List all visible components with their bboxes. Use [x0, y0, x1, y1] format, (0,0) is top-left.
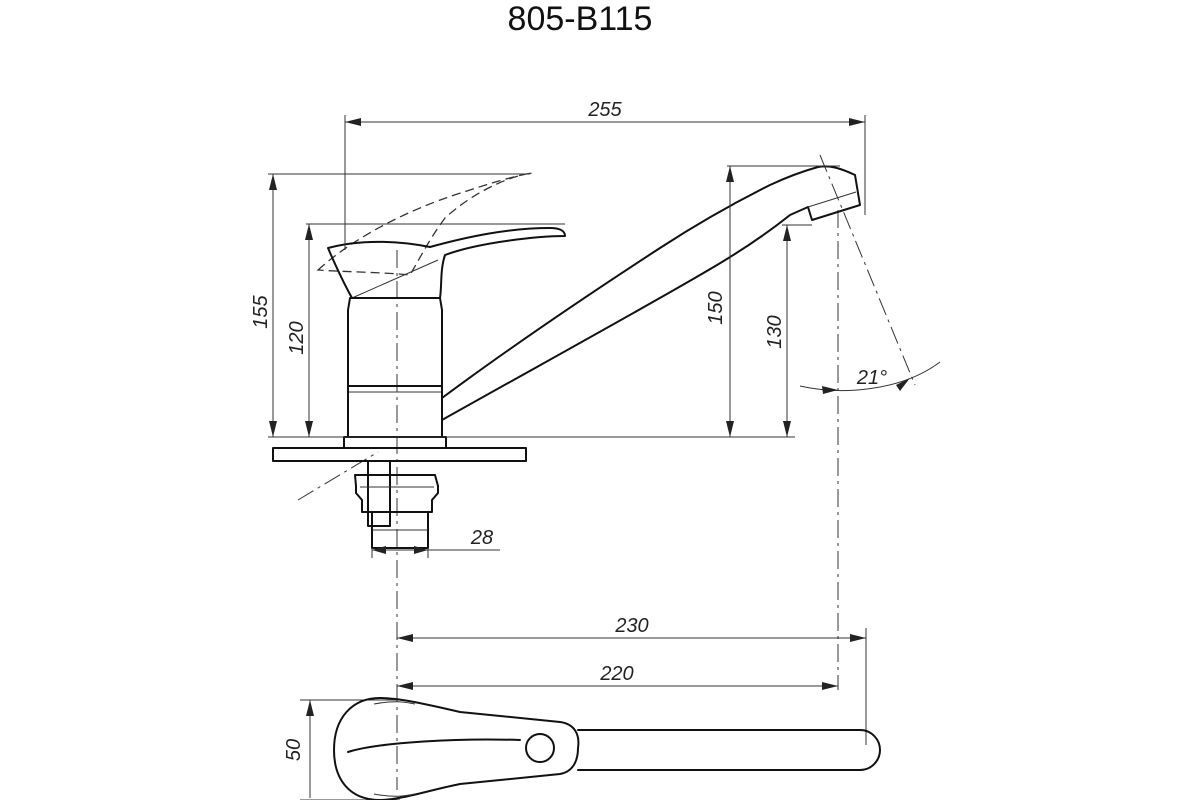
- spout-pivot-hole: [525, 733, 555, 763]
- countertop-plate: [272, 447, 527, 462]
- arrow: [345, 118, 361, 126]
- dim-label-220: 220: [599, 663, 633, 685]
- arrow: [305, 421, 313, 437]
- arrow: [726, 421, 734, 437]
- arrow: [397, 634, 413, 642]
- arrow: [783, 421, 791, 437]
- dim-label-230: 230: [614, 615, 648, 637]
- tilt-axis-line: [819, 154, 916, 386]
- mixer-body: [347, 297, 443, 438]
- threaded-shank: [367, 460, 391, 527]
- top-view: 230 220 50: [283, 615, 881, 800]
- dim-label-150: 150: [705, 291, 727, 324]
- arrow: [726, 166, 734, 182]
- arrow: [414, 546, 428, 554]
- arrow: [397, 682, 413, 690]
- arrow: [822, 682, 838, 690]
- handle-seam: [351, 259, 439, 299]
- dim-label-50: 50: [283, 739, 305, 761]
- dim-label-28: 28: [470, 527, 493, 549]
- aerator-line: [807, 191, 857, 208]
- base-ring: [343, 436, 447, 449]
- arrow: [269, 421, 277, 437]
- top-view-spout: [577, 729, 881, 771]
- dim-label-255: 255: [587, 99, 622, 121]
- angle-arc-21: [799, 361, 941, 391]
- arrow: [269, 174, 277, 190]
- dim-label-155: 155: [250, 294, 272, 328]
- top-view-lever: [347, 738, 521, 753]
- top-view-rim-bottom: [373, 793, 416, 797]
- arrow: [306, 700, 314, 716]
- dim-label-130: 130: [764, 315, 786, 348]
- dim-label-21: 21°: [856, 367, 887, 389]
- mounting-nut: [354, 474, 439, 513]
- arrow: [783, 225, 791, 241]
- arrow: [849, 118, 865, 126]
- arrow: [305, 224, 313, 240]
- lever-handle: [327, 227, 566, 299]
- arrow: [372, 546, 386, 554]
- model-title: 805-B115: [508, 0, 653, 38]
- arrow: [850, 634, 866, 642]
- side-view: 255 155 120 150 130 21° 28: [250, 99, 941, 790]
- spout: [441, 165, 861, 421]
- dim-label-120: 120: [286, 321, 308, 354]
- top-view-rim: [373, 701, 416, 705]
- arrow: [896, 378, 910, 391]
- arrow: [822, 386, 838, 394]
- top-view-body: [333, 697, 580, 800]
